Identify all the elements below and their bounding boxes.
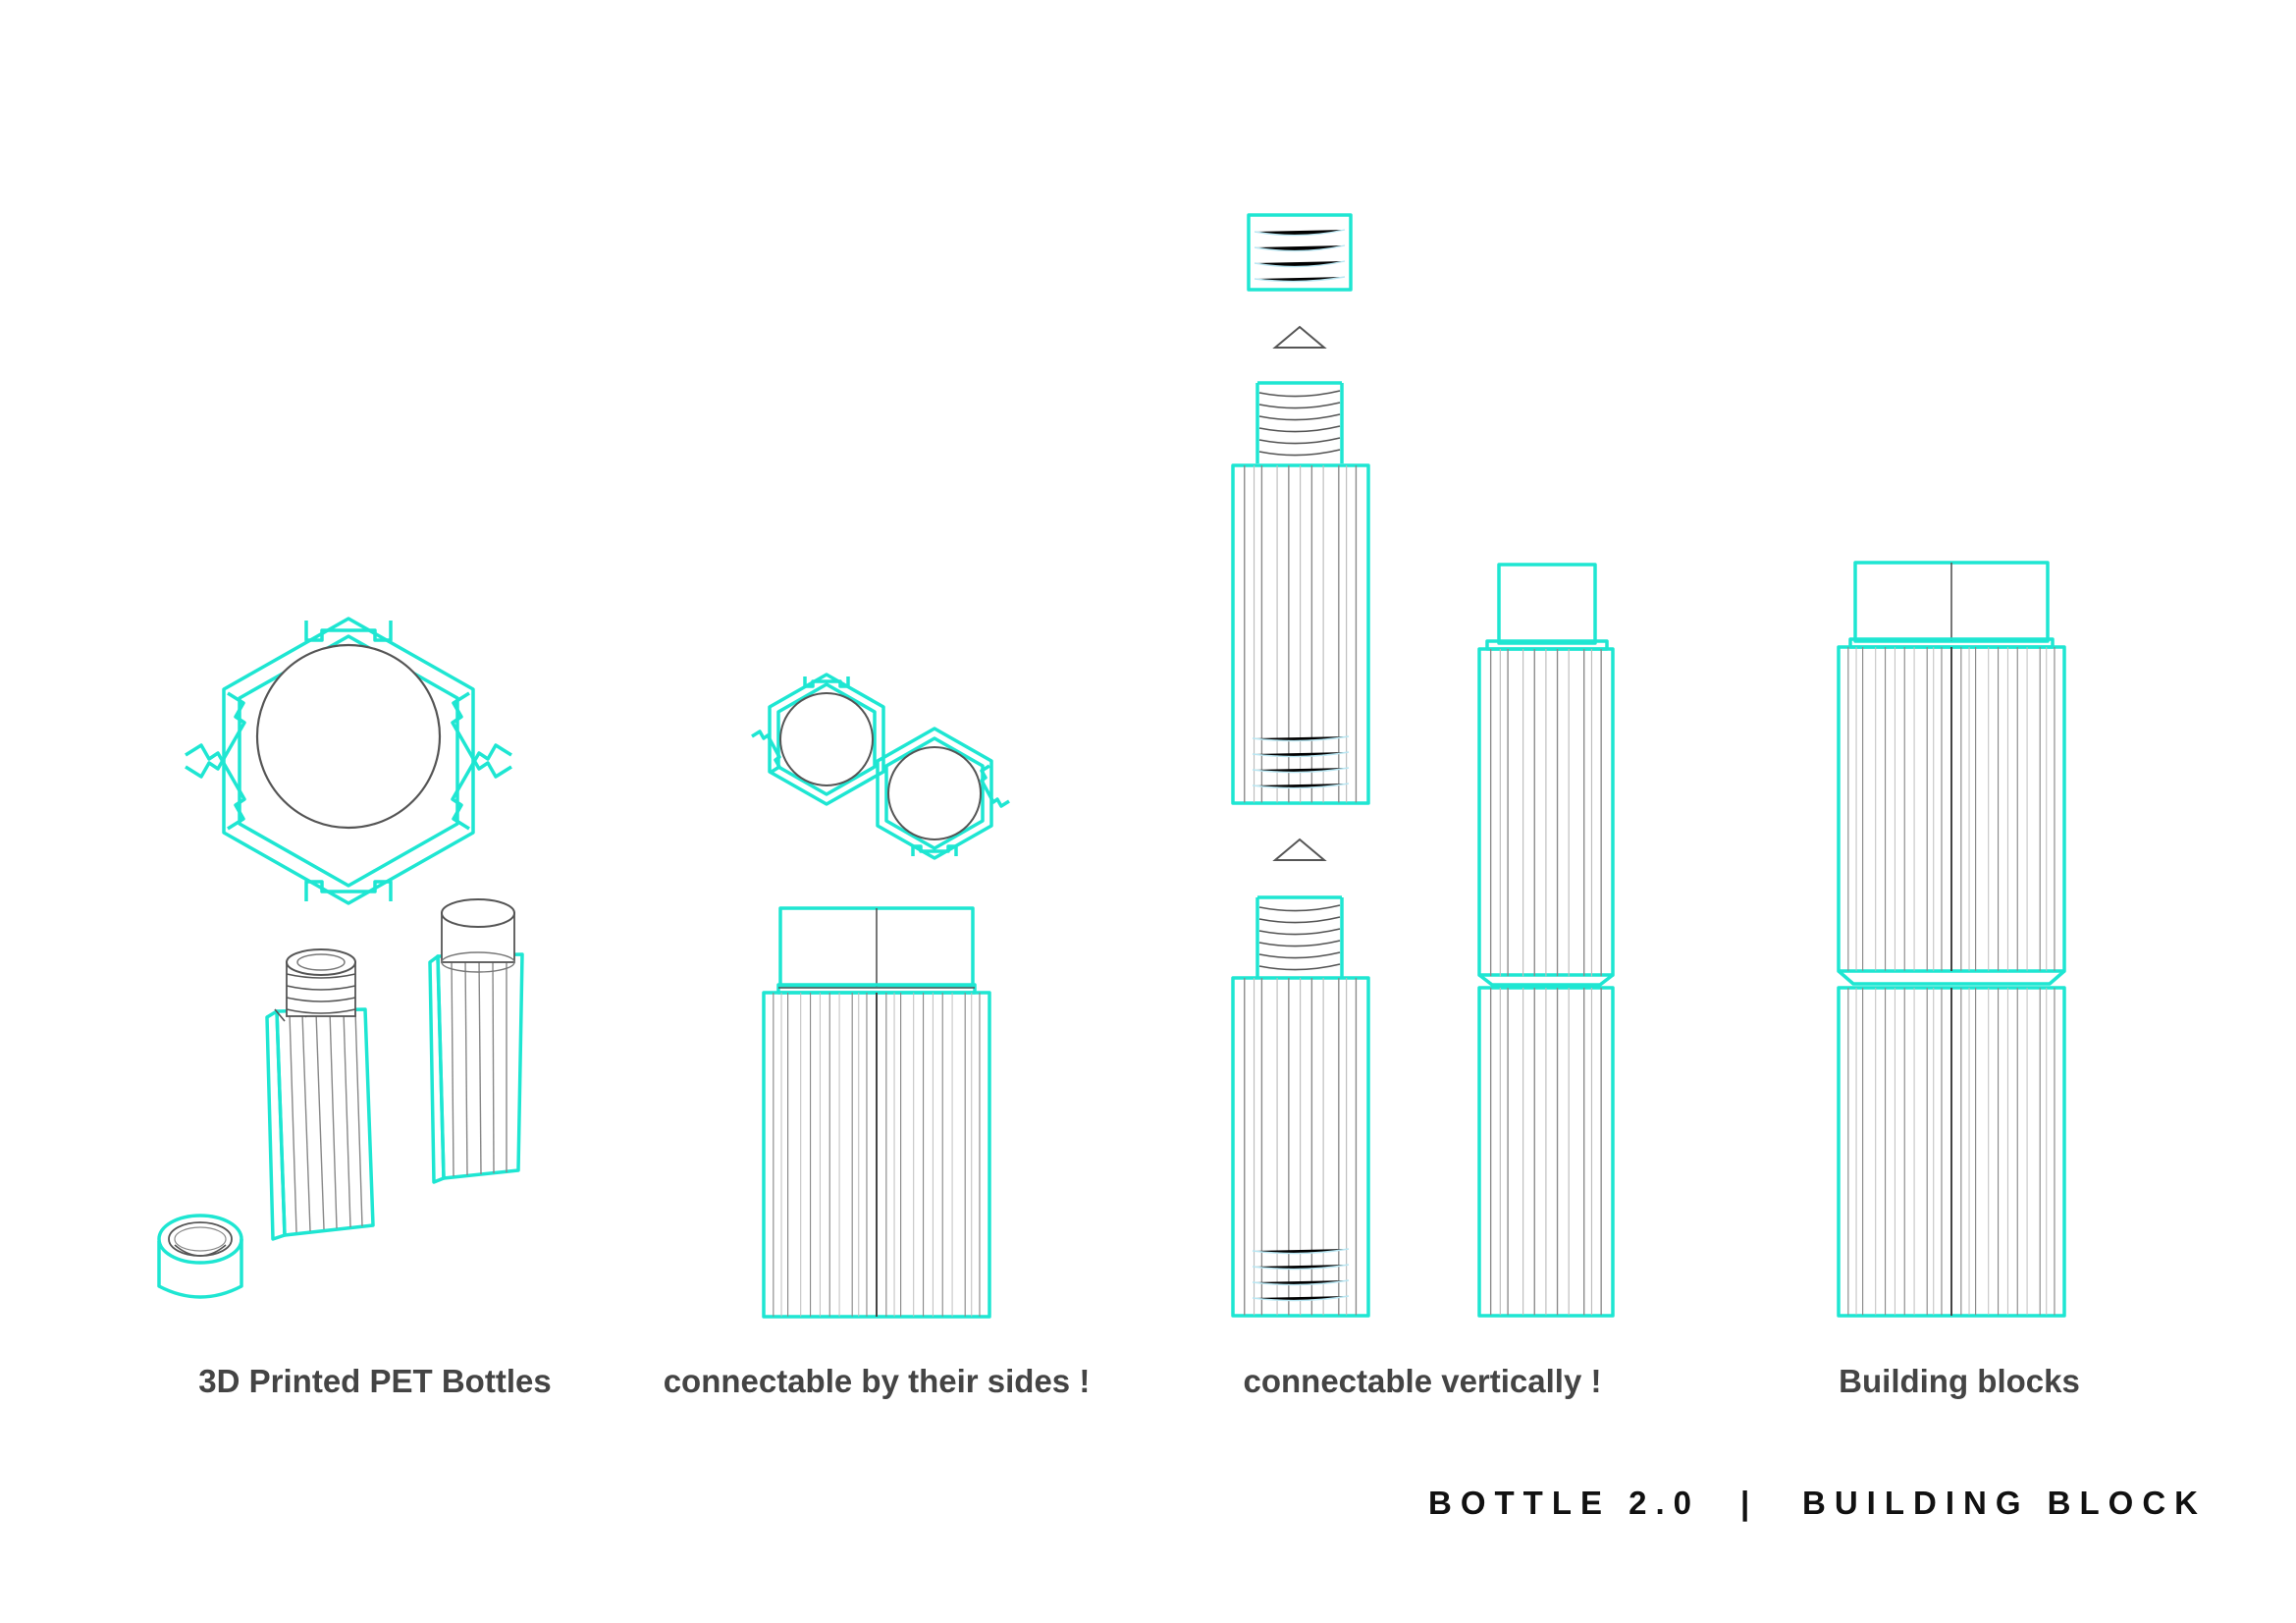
caption-connectable-vertically: connectable vertically !	[1243, 1363, 1602, 1399]
open-bottle-illustration	[265, 948, 375, 1241]
panel-vertical-connection	[1231, 213, 1615, 1318]
caption-3d-printed-pet-bottles: 3D Printed PET Bottles	[198, 1363, 552, 1399]
capped-bottle-illustration	[428, 898, 524, 1184]
side-joined-bottles	[762, 906, 991, 1319]
footer-title-right: BUILDING BLOCK	[1802, 1485, 2207, 1521]
caption-connectable-sides: connectable by their sides !	[663, 1363, 1091, 1399]
arrow-up-icon	[1272, 325, 1327, 349]
panel-side-connection	[751, 673, 1010, 1319]
upper-bottle	[1231, 381, 1370, 805]
arrow-up-icon	[1272, 838, 1327, 861]
panel-3d-printed-bottles	[157, 617, 524, 1299]
hexagon-top-view	[185, 617, 512, 905]
stacked-bottle-column	[1477, 563, 1615, 1318]
loose-cap-illustration	[157, 1214, 243, 1299]
panel-building-blocks	[1837, 561, 2066, 1318]
footer-title-left: BOTTLE 2.0	[1428, 1485, 1701, 1521]
joined-hexagons-top-view	[751, 673, 1010, 860]
caption-building-blocks: Building blocks	[1839, 1363, 2080, 1399]
lower-bottle	[1231, 895, 1370, 1318]
footer-separator: |	[1740, 1485, 1759, 1521]
floating-cap	[1247, 213, 1353, 292]
